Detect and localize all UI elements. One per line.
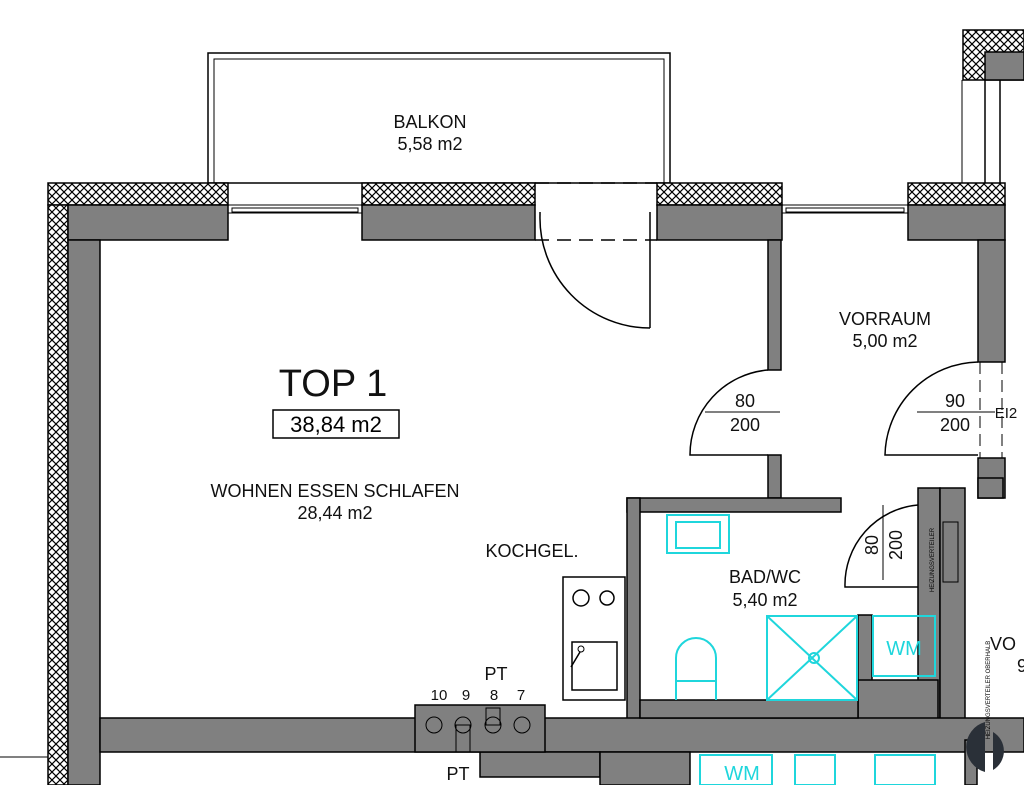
svg-text:EI2: EI2 (995, 405, 1018, 422)
svg-text:10: 10 (431, 687, 448, 704)
exterior-walls (0, 182, 1006, 785)
svg-text:HEIZUNGSVERTEILER: HEIZUNGSVERTEILER (930, 527, 936, 592)
svg-text:200: 200 (730, 415, 760, 435)
unit-title: TOP 1 (279, 363, 387, 405)
room-name-balkon: BALKON (393, 112, 466, 132)
svg-text:PT: PT (446, 764, 469, 784)
balcony-door (539, 212, 651, 329)
room-area-wohnen: 28,44 m2 (297, 503, 372, 523)
logo-icon (966, 722, 1004, 772)
room-name-bad: BAD/WC (729, 567, 801, 587)
svg-text:WM: WM (724, 763, 760, 785)
room-area-vorraum: 5,00 m2 (852, 331, 917, 351)
svg-text:200: 200 (940, 415, 970, 435)
shaft: 10 9 8 7 PT PT (414, 664, 546, 784)
svg-text:WM: WM (886, 638, 922, 660)
room-area-balkon: 5,58 m2 (397, 134, 462, 154)
kitchen-counter (562, 576, 626, 701)
svg-text:8: 8 (490, 687, 498, 704)
door-entrance: 90 200 EI2 (884, 361, 1018, 458)
room-name-kochgel: KOCHGEL. (485, 541, 578, 561)
unit-area-box (272, 409, 400, 439)
top-right-wall (961, 29, 1024, 183)
room-area-partial: 9 (1017, 656, 1024, 676)
door-bath: 80 200 HEIZUNGSVERTEILER HEIZUNGSVERTEIL… (844, 504, 992, 740)
room-area-bad: 5,40 m2 (732, 590, 797, 610)
svg-text:200: 200 (886, 530, 906, 560)
svg-text:90: 90 (945, 391, 965, 411)
svg-text:PT: PT (484, 664, 507, 684)
room-name-vorraum: VORRAUM (839, 309, 931, 329)
svg-text:80: 80 (735, 391, 755, 411)
door-vorraum-living: 80 200 (689, 369, 780, 456)
svg-text:9: 9 (462, 687, 470, 704)
interior-walls (99, 239, 1024, 785)
svg-text:80: 80 (862, 535, 882, 555)
svg-text:7: 7 (517, 687, 525, 704)
sanitary-fixtures: WM WM (666, 514, 936, 785)
room-name-partial: VO (990, 634, 1016, 654)
unit-area: 38,84 m2 (290, 412, 382, 437)
svg-text:HEIZUNGSVERTEILER OBERHALB: HEIZUNGSVERTEILER OBERHALB (986, 641, 992, 740)
room-name-wohnen: WOHNEN ESSEN SCHLAFEN (210, 481, 459, 501)
